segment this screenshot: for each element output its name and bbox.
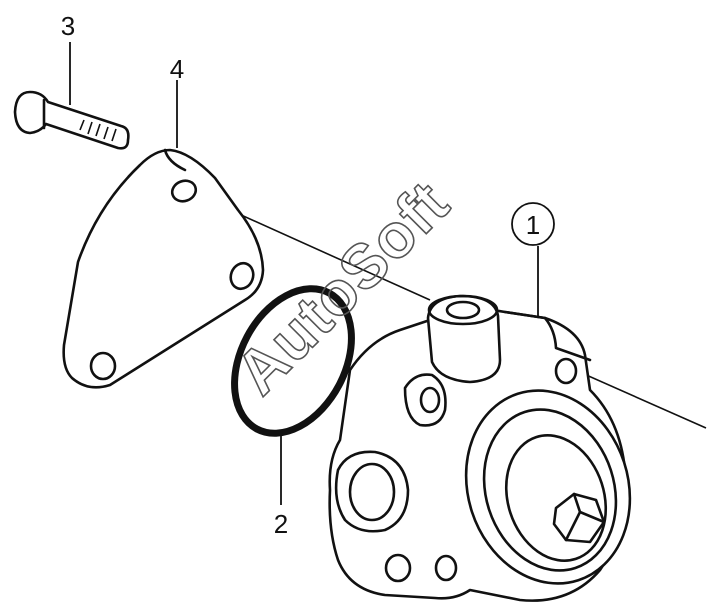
bolt: [13, 90, 130, 150]
callout-leaders: [69, 42, 539, 505]
callout-2-label: 2: [274, 509, 288, 539]
callout-3-label: 3: [61, 11, 75, 41]
callout-1-circle: [511, 202, 555, 246]
callout-4-label: 4: [170, 54, 184, 84]
o-ring: [231, 285, 355, 437]
cover-plate: [62, 148, 265, 389]
pump-housing: [328, 294, 632, 602]
callout-1-label: 1: [526, 210, 540, 240]
